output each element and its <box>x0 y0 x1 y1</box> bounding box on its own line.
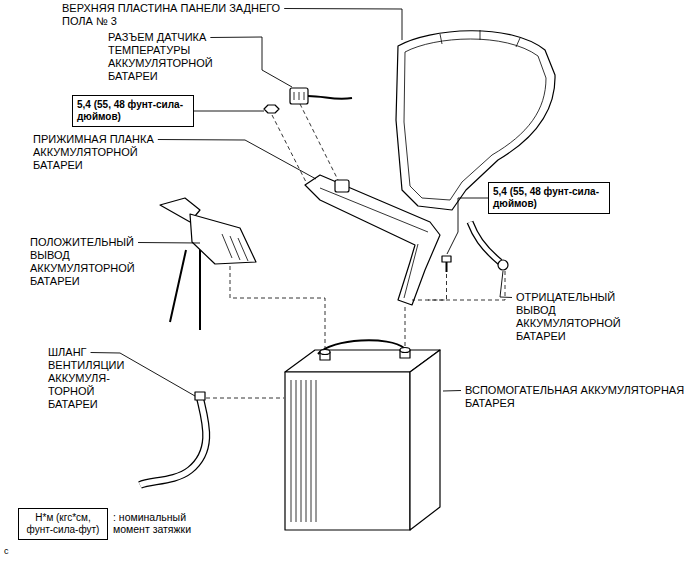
part-name: ПРИЖИМНАЯ ПЛАНКА АККУМУЛЯТОРНОЙ БАТАРЕИ <box>33 133 155 172</box>
torque-value: 5,4 (55, 48 фунт-сила-дюймов) <box>493 186 605 210</box>
torque-box: 5,4 (55, 48 фунт-сила-дюймов) <box>72 95 194 127</box>
positive-cable <box>170 250 186 322</box>
connector-slots <box>294 92 304 100</box>
battery-ribs <box>291 380 316 522</box>
figure-code: c <box>4 546 10 557</box>
battery-post <box>400 348 410 353</box>
leader-line <box>500 271 512 298</box>
dashed-line <box>206 398 284 399</box>
hold-down-clamp <box>305 175 440 305</box>
battery-side <box>410 350 440 530</box>
leader-line <box>443 390 461 392</box>
sensor-connector <box>290 88 308 104</box>
dashed-line <box>230 266 325 348</box>
sensor-wire <box>308 96 352 99</box>
vent-hose <box>140 398 206 485</box>
assembly-lines <box>206 104 505 398</box>
part-name: РАЗЪЕМ ДАТЧИКА ТЕМПЕРАТУРЫ АККУМУЛЯТОРНО… <box>108 31 214 83</box>
part-name: ВСПОМОГАТЕЛЬНАЯ АККУМУЛЯТОРНАЯ БАТАРЕЯ <box>465 384 686 410</box>
leader-line <box>138 242 200 244</box>
dashed-line <box>412 271 505 300</box>
legend-text: : номинальный момент затяжки <box>113 511 205 535</box>
leader-line <box>284 9 402 41</box>
torque-value: Н*м (кгс*см, фунт-сила-фут) <box>23 512 103 536</box>
torque-box: 5,4 (55, 48 фунт-сила-дюймов) <box>488 182 610 214</box>
leader-line <box>158 140 316 180</box>
battery-front <box>285 372 410 530</box>
clamp-edge <box>320 188 428 298</box>
negative-ring <box>498 260 508 270</box>
leader-line <box>210 37 292 87</box>
bolt-head <box>442 256 451 262</box>
negative-cable-fill <box>470 222 500 262</box>
part-name: ОТРИЦАТЕЛЬНЫЙ ВЫВОД АККУМУЛЯТОРНОЙ БАТАР… <box>516 291 622 343</box>
dashed-line <box>272 115 306 182</box>
positive-cable <box>199 240 201 330</box>
clamp-connector <box>335 180 349 192</box>
dashed-line <box>428 274 447 300</box>
positive-terminal-body <box>190 214 256 264</box>
dashed-line <box>405 307 406 346</box>
torque-value: 5,4 (55, 48 фунт-сила-дюймов) <box>77 99 189 123</box>
panel-rim <box>404 39 546 200</box>
negative-cable <box>470 222 500 262</box>
leader-lines <box>91 9 512 397</box>
battery-post <box>320 350 330 355</box>
part-name: ПОЛОЖИТЕЛЬНЫЙ ВЫВОД АККУМУЛЯТОРНОЙ БАТАР… <box>30 236 136 288</box>
bolt-shank <box>446 262 448 272</box>
dashed-line <box>300 104 338 180</box>
legend-box: Н*м (кгс*см, фунт-сила-фут): номинальный… <box>18 508 108 540</box>
hose-tip <box>195 392 205 400</box>
parts-drawing <box>140 30 555 530</box>
part-name: ВЕРХНЯЯ ПЛАСТИНА ПАНЕЛИ ЗАДНЕГО ПОЛА № 3 <box>62 2 282 28</box>
nut <box>264 105 279 113</box>
leader-line <box>194 111 264 112</box>
vent-hose-fill <box>140 398 206 485</box>
panel-tabs <box>440 30 520 47</box>
battery-handle <box>318 340 404 354</box>
terminal-ribs <box>222 234 248 261</box>
part-name: ШЛАНГ ВЕНТИЛЯЦИИ АККУМУЛЯ-ТОРНОЙ БАТАРЕИ <box>48 346 126 411</box>
leader-line <box>447 198 488 254</box>
